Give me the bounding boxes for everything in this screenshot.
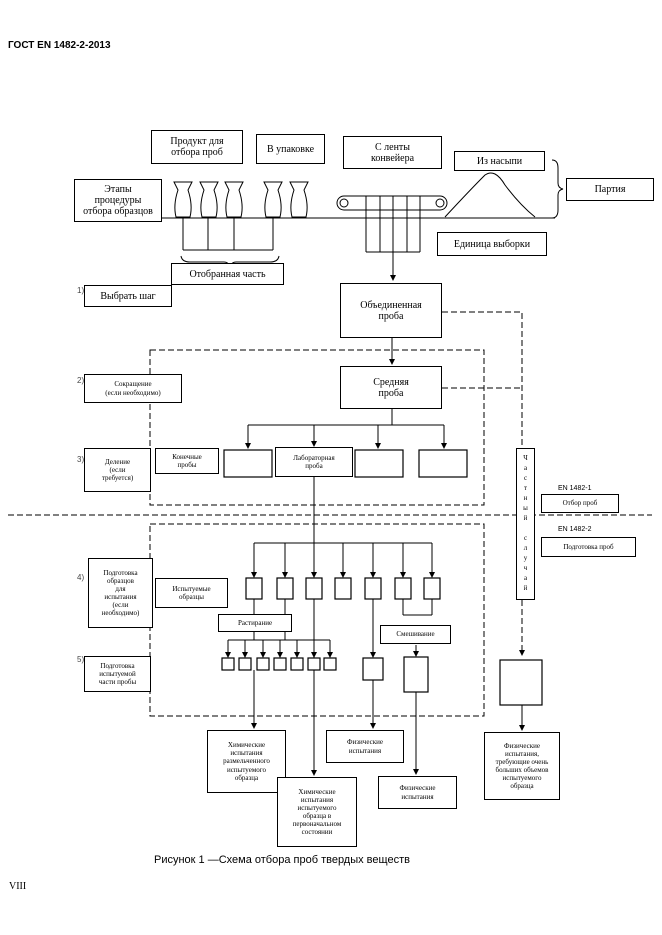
page-number: VIII (9, 881, 27, 892)
bag-icon (173, 181, 193, 218)
grinding-label: Растирание (218, 614, 292, 632)
portion-box (403, 656, 429, 693)
portion-box (362, 657, 384, 681)
sample-unit-label: Единица выборки (437, 232, 547, 256)
bag-icon (199, 181, 219, 218)
sampling-stages-label: Этапы процедуры отбора образцов (74, 179, 162, 222)
figure-caption: Рисунок 1 —Схема отбора проб твердых вещ… (154, 854, 410, 866)
laboratory-sample-box: Лабораторная проба (275, 447, 353, 477)
portion-box (290, 657, 304, 671)
bag-icon (289, 181, 309, 218)
prep-samples-label: Подготовка образцов для испытания (если … (88, 558, 153, 628)
large-portion-box (499, 659, 543, 706)
step-number: 5) (77, 655, 85, 664)
physical-result-2: Физические испытания (378, 776, 457, 809)
portion-box (256, 657, 270, 671)
portion-box (221, 657, 235, 671)
prep-test-portion-label: Подготовка испытуемой части пробы (84, 656, 151, 692)
average-sample-box: Средняя проба (340, 366, 442, 409)
mixing-label: Смешивание (380, 625, 451, 644)
special-case-label: Частный случай (516, 448, 535, 600)
portion-box (307, 657, 321, 671)
test-sample-box (423, 577, 441, 600)
test-sample-box (334, 577, 352, 600)
bag-icon (224, 181, 244, 218)
final-sample-box (223, 449, 273, 478)
test-sample-box (394, 577, 412, 600)
portion-box (273, 657, 287, 671)
page-header: ГОСТ EN 1482-2-2013 (8, 40, 111, 51)
heap-icon (444, 172, 536, 218)
division-label: Деление (если требуется) (84, 448, 151, 492)
test-sample-box (305, 577, 323, 600)
test-sample-box (276, 577, 294, 600)
step-number: 1) (77, 286, 85, 295)
lot-label: Партия (566, 178, 654, 201)
physical-large-result: Физические испытания, требующие очень бо… (484, 732, 560, 800)
conveyor-icon (336, 195, 448, 211)
portion-box (323, 657, 337, 671)
combined-sample-box: Объединенная проба (340, 283, 442, 338)
choose-step-label: Выбрать шаг (84, 285, 172, 307)
product-for-sampling-label: Продукт для отбора проб (151, 130, 243, 164)
step-number: 3) (77, 455, 85, 464)
test-sample-box (364, 577, 382, 600)
chem-original-result: Химические испытания испытуемого образца… (277, 777, 357, 847)
sample-preparation-label: Подготовка проб (541, 537, 636, 557)
portion-box (238, 657, 252, 671)
final-sample-box (418, 449, 468, 478)
physical-result-1: Физические испытания (326, 730, 404, 763)
chem-ground-result: Химические испытания размельченного испы… (207, 730, 286, 793)
final-sample-box (354, 449, 404, 478)
from-conveyor-label: С ленты конвейера (343, 136, 442, 169)
sampling-label: Отбор проб (541, 494, 619, 513)
final-samples-label: Конечные пробы (155, 448, 219, 474)
reduction-label: Сокращение (если необходимо) (84, 374, 182, 403)
step-number: 4) (77, 573, 85, 582)
selected-part-label: Отобранная часть (171, 263, 284, 285)
from-bulk-label: Из насыпи (454, 151, 545, 171)
test-samples-label: Испытуемые образцы (155, 578, 228, 608)
step-number: 2) (77, 376, 85, 385)
in-package-label: В упаковке (256, 134, 325, 164)
test-sample-box (245, 577, 263, 600)
en-1482-1-label: EN 1482-1 (558, 485, 592, 492)
bag-icon (263, 181, 283, 218)
en-1482-2-label: EN 1482-2 (558, 526, 592, 533)
